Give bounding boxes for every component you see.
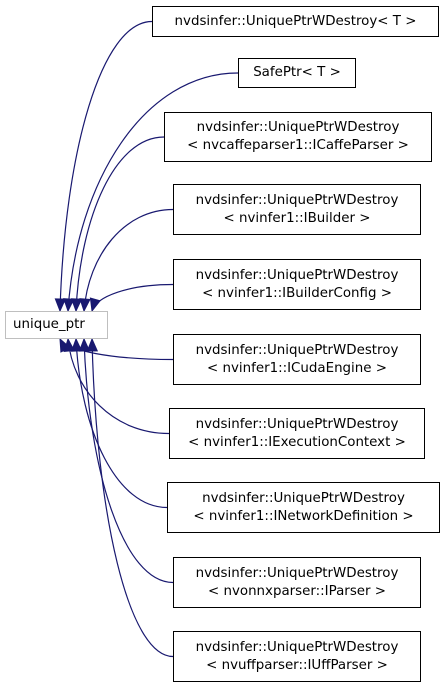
base-class-label: unique_ptr — [13, 317, 85, 332]
inheritance-arrowhead — [63, 337, 75, 352]
derived-class-label: SafePtr< T > — [253, 65, 341, 80]
derived-class-template-label: < nvinfer1::INetworkDefinition > — [193, 508, 414, 524]
derived-class-node[interactable]: nvdsinfer::UniquePtrWDestroy < nvinfer1:… — [173, 334, 421, 385]
inheritance-edge — [75, 338, 168, 509]
inheritance-edge — [59, 20, 153, 312]
derived-class-node[interactable]: nvdsinfer::UniquePtrWDestroy < nvonnxpar… — [173, 557, 421, 608]
inheritance-arrowhead — [54, 298, 67, 313]
derived-class-node[interactable]: nvdsinfer::UniquePtrWDestroy < nvcaffepa… — [164, 112, 432, 162]
derived-class-node[interactable]: nvdsinfer::UniquePtrWDestroy < nvinfer1:… — [173, 184, 421, 235]
inheritance-edge — [91, 338, 174, 658]
derived-class-label: nvdsinfer::UniquePtrWDestroy — [195, 342, 399, 358]
derived-class-label: nvdsinfer::UniquePtrWDestroy — [202, 490, 405, 506]
inheritance-arrowhead — [89, 297, 101, 313]
inheritance-arrowhead — [70, 298, 83, 313]
derived-class-label: nvdsinfer::UniquePtrWDestroy — [196, 120, 400, 135]
derived-class-label: nvdsinfer::UniquePtrWDestroy — [195, 565, 399, 581]
inheritance-edge — [83, 208, 174, 312]
derived-class-template-label: < nvonnxparser::IParser > — [207, 583, 387, 599]
inheritance-arrowhead — [70, 337, 83, 352]
inheritance-edge — [83, 338, 174, 584]
derived-class-label: nvdsinfer::UniquePtrWDestroy — [195, 192, 399, 208]
derived-class-template-label: < nvcaffeparser1::ICaffeParser > — [187, 138, 409, 153]
derived-class-template-label: < nvinfer1::ICudaEngine > — [207, 360, 387, 376]
inheritance-arrowhead — [79, 298, 91, 313]
derived-class-template-label: < nvinfer1::IExecutionContext > — [188, 434, 406, 450]
derived-class-node[interactable]: nvdsinfer::UniquePtrWDestroy < nvinfer1:… — [167, 482, 440, 533]
derived-class-template-label: < nvuffparser::IUffParser > — [206, 657, 388, 673]
inheritance-edge — [75, 136, 165, 312]
base-class-node[interactable]: unique_ptr — [5, 311, 108, 339]
derived-class-label: nvdsinfer::UniquePtrWDestroy — [195, 639, 399, 655]
inheritance-edge — [67, 72, 239, 312]
derived-class-template-label: < nvinfer1::IBuilder > — [223, 210, 371, 226]
derived-class-node[interactable]: nvdsinfer::UniquePtrWDestroy< T > — [152, 6, 439, 37]
derived-class-template-label: < nvinfer1::IBuilderConfig > — [202, 285, 392, 301]
derived-class-label: nvdsinfer::UniquePtrWDestroy — [195, 416, 399, 432]
inheritance-edge — [91, 283, 174, 312]
inheritance-edge — [67, 338, 170, 435]
inheritance-arrowhead — [63, 298, 75, 313]
derived-class-label: nvdsinfer::UniquePtrWDestroy< T > — [174, 13, 417, 29]
derived-class-node[interactable]: nvdsinfer::UniquePtrWDestroy < nvinfer1:… — [173, 259, 421, 310]
derived-class-node[interactable]: nvdsinfer::UniquePtrWDestroy < nvuffpars… — [173, 631, 421, 682]
derived-class-label: nvdsinfer::UniquePtrWDestroy — [195, 267, 399, 283]
derived-class-node[interactable]: nvdsinfer::UniquePtrWDestroy < nvinfer1:… — [169, 408, 425, 459]
inheritance-arrowhead — [86, 337, 99, 352]
inheritance-arrowhead — [78, 337, 91, 352]
derived-class-node[interactable]: SafePtr< T > — [238, 58, 356, 88]
